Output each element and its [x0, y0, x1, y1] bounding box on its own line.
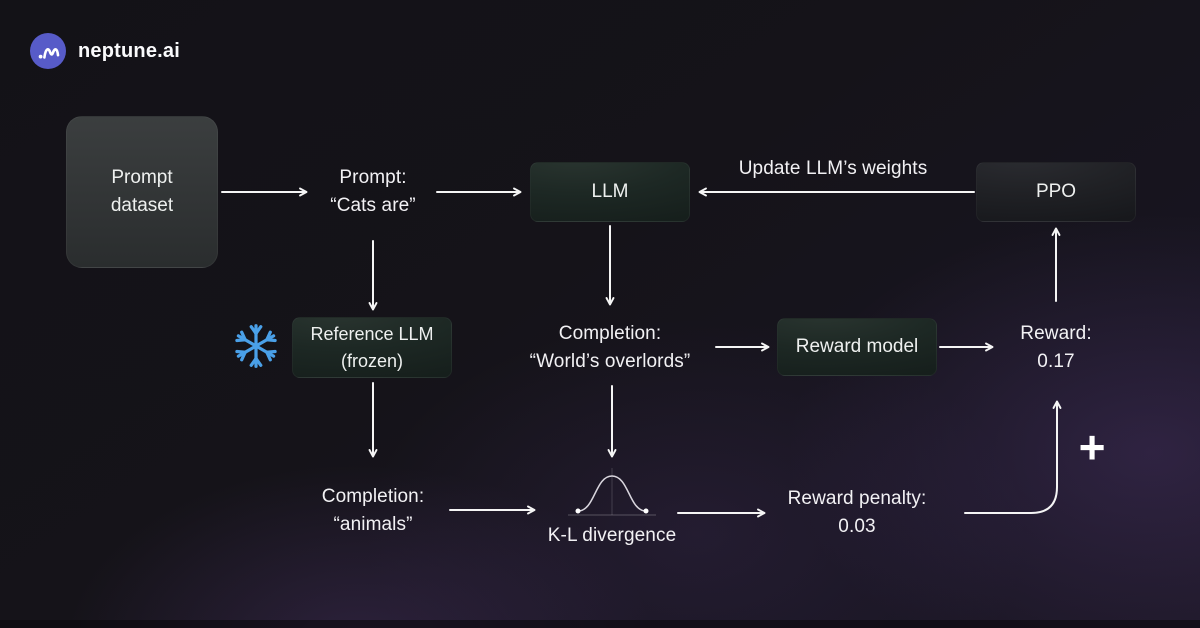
reference-llm-box: Reference LLM (frozen) — [292, 317, 452, 378]
prompt-dataset-box: Prompt dataset — [66, 116, 218, 268]
kl-divergence-label: K-L divergence — [547, 525, 677, 546]
reward-value: 0.17 — [1037, 351, 1075, 372]
completion-llm-label: Completion: “World’s overlords” — [495, 320, 725, 376]
reward-title: Reward: — [1020, 323, 1092, 344]
reward-penalty-title: Reward penalty: — [787, 488, 927, 509]
brand: neptune.ai — [30, 33, 180, 69]
completion-llm-value: “World’s overlords” — [529, 351, 691, 372]
completion-ref-label: Completion: “animals” — [293, 483, 453, 539]
ppo-label: PPO — [1035, 181, 1077, 202]
reference-llm-subtitle: (frozen) — [340, 350, 403, 371]
brand-name: neptune.ai — [78, 39, 181, 62]
reward-penalty-value: 0.03 — [838, 516, 876, 537]
completion-ref-value: “animals” — [333, 514, 413, 535]
llm-box: LLM — [530, 162, 690, 222]
reward-model-box: Reward model — [777, 318, 937, 376]
neptune-logo-icon — [30, 33, 66, 69]
completion-ref-title: Completion: — [321, 486, 425, 507]
reference-llm-title: Reference LLM — [310, 323, 434, 344]
update-weights-label: Update LLM’s weights — [738, 158, 928, 179]
prompt-label: Prompt: “Cats are” — [293, 164, 453, 220]
bottom-edge-strip — [0, 620, 1200, 628]
prompt-value: “Cats are” — [330, 195, 416, 216]
plus-sign: + — [1078, 421, 1106, 473]
arrow-penalty-to-reward — [964, 400, 1062, 514]
reward-label: Reward: 0.17 — [996, 320, 1116, 376]
ppo-box: PPO — [976, 162, 1136, 222]
reward-model-label: Reward model — [795, 336, 919, 357]
reward-penalty-label: Reward penalty: 0.03 — [762, 485, 952, 541]
llm-label: LLM — [591, 181, 629, 202]
completion-llm-title: Completion: — [558, 323, 662, 344]
gaussian-curve-icon — [552, 460, 672, 527]
prompt-dataset-label: Prompt dataset — [110, 167, 174, 216]
snowflake-icon — [231, 321, 281, 376]
prompt-title: Prompt: — [339, 167, 407, 188]
